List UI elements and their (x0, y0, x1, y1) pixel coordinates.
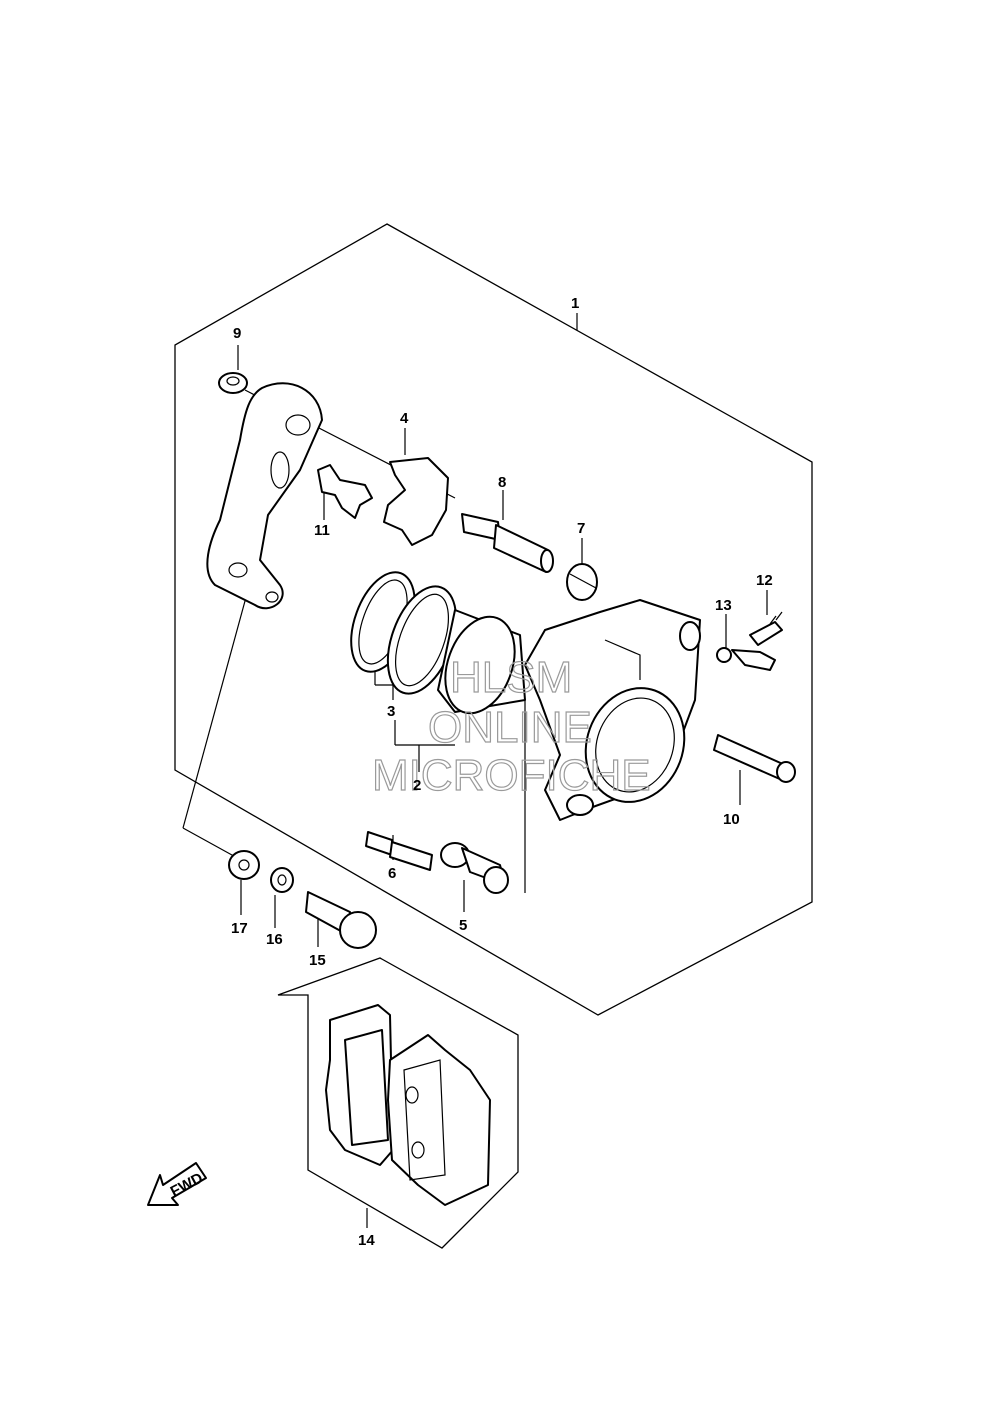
part-12-bleeder-valve (749, 611, 783, 646)
callout-3: 3 (387, 703, 395, 720)
callout-1: 1 (571, 295, 579, 312)
callout-5: 5 (459, 917, 467, 934)
part-13-bleeder-cap (716, 647, 776, 671)
callout-labels: 1 2 3 4 5 6 7 8 9 10 11 12 13 14 15 16 1… (231, 295, 773, 1249)
part-10-slide-pin (713, 734, 796, 783)
part-8-pin-bolt (461, 513, 554, 573)
callout-6: 6 (388, 865, 396, 882)
pad-set-frame-outline (277, 957, 519, 1249)
part-5-boot (440, 842, 509, 894)
callout-9: 9 (233, 325, 241, 342)
part-11-pad-spring (317, 464, 373, 519)
caliper-bracket (206, 382, 323, 610)
callout-11: 11 (314, 522, 330, 539)
watermark-line-1: HLSM (450, 653, 572, 702)
part-14-brake-pads (325, 1004, 491, 1206)
callout-15: 15 (309, 952, 326, 969)
watermark-line-3: MICROFICHE (372, 751, 651, 800)
callout-8: 8 (498, 474, 506, 491)
callout-10: 10 (723, 811, 740, 828)
part-2-piston (386, 585, 526, 715)
part-9-nut (218, 372, 248, 394)
callout-2: 2 (413, 777, 421, 794)
watermark-line-2: ONLINE (428, 703, 592, 752)
part-16-washer (270, 867, 294, 893)
part-17-washer (228, 850, 260, 880)
fwd-direction-arrow: FWD (147, 1162, 207, 1206)
caliper-body (524, 599, 701, 821)
callout-4: 4 (400, 410, 409, 427)
callout-17: 17 (231, 920, 248, 937)
watermark: HLSM ONLINE MICROFICHE (371, 652, 651, 800)
assembly-frame-outline (174, 223, 813, 1016)
part-15-bolt (305, 891, 377, 949)
callout-16: 16 (266, 931, 283, 948)
part-4-pad-clip (383, 457, 449, 546)
part-7-boot (566, 563, 598, 601)
callout-7: 7 (577, 520, 585, 537)
callout-14: 14 (358, 1232, 375, 1249)
part-6-bolt (365, 831, 433, 871)
callout-13: 13 (715, 597, 732, 614)
callout-12: 12 (756, 572, 773, 589)
